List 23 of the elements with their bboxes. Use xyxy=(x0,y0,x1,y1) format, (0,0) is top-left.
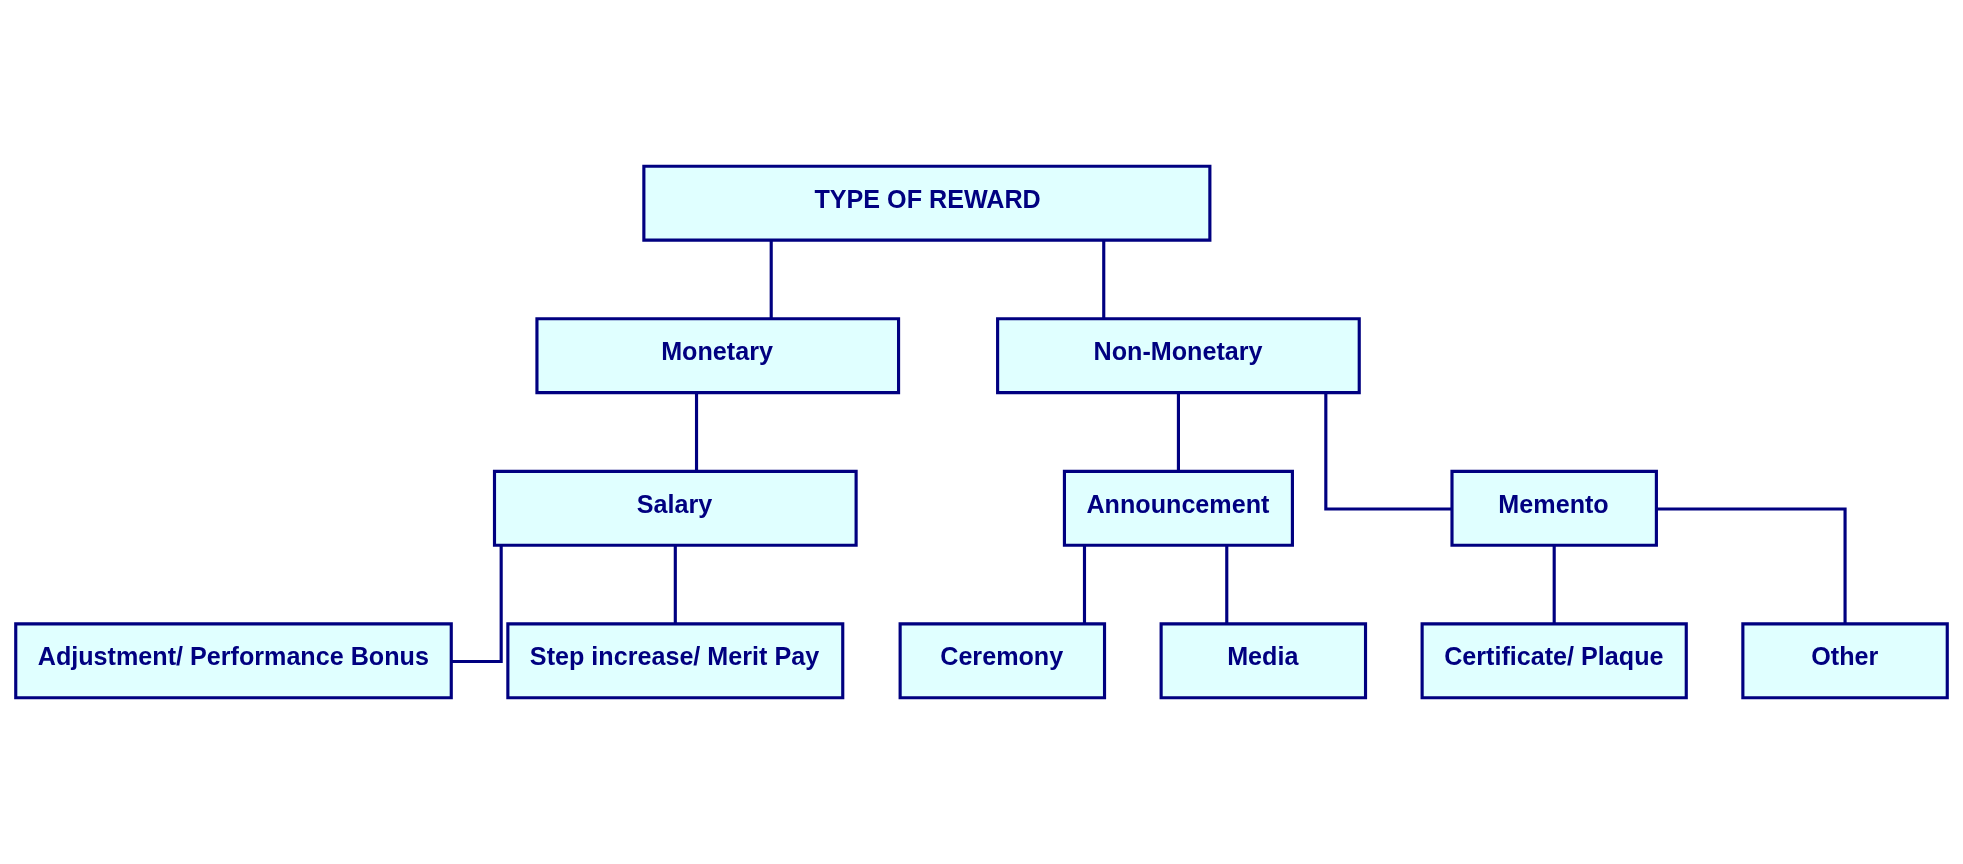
connector xyxy=(769,240,773,319)
connector xyxy=(1324,392,1452,511)
connector xyxy=(673,545,677,624)
node-box: Adjustment/ Performance Bonus xyxy=(14,622,453,700)
node-box: Memento xyxy=(1450,469,1658,547)
node-box: Certificate/ Plaque xyxy=(1420,622,1688,700)
connector xyxy=(1176,393,1180,471)
connector xyxy=(1552,545,1556,624)
connector xyxy=(1656,507,1847,624)
node-box: Media xyxy=(1159,622,1368,700)
node-box: Ceremony xyxy=(898,622,1107,700)
node-box: Salary xyxy=(492,469,858,547)
node-box: Other xyxy=(1741,622,1949,700)
connector xyxy=(1225,545,1229,624)
connector xyxy=(1082,545,1087,624)
node-box: Announcement xyxy=(1062,469,1294,547)
node-box: TYPE OF REWARD xyxy=(642,164,1212,242)
connector xyxy=(1102,240,1106,319)
node-box: Step increase/ Merit Pay xyxy=(506,622,845,700)
node-box: Monetary xyxy=(535,317,901,395)
connector xyxy=(694,393,699,471)
connector xyxy=(451,545,503,664)
node-box: Non-Monetary xyxy=(996,317,1361,395)
